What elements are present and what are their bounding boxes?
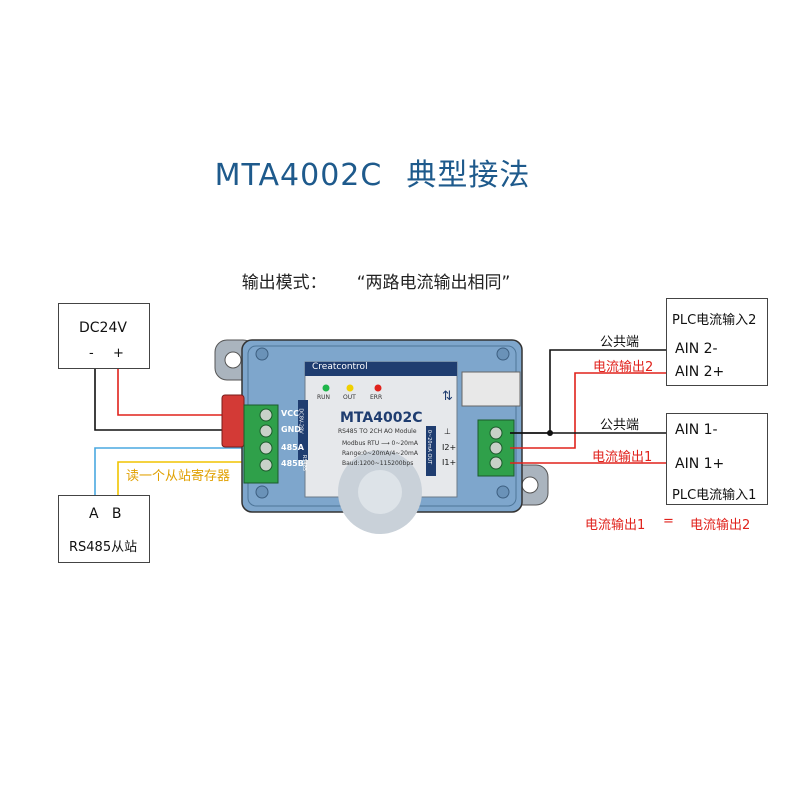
pin-vcc: VCC [281, 409, 299, 418]
pin-485b: 485B [281, 459, 304, 468]
plc2-minus: AIN 2- [675, 341, 718, 357]
common-label-top: 公共端 [600, 335, 640, 350]
module-brand: Creatcontrol [312, 362, 368, 372]
diagram-title: MTA4002C 典型接法 [0, 150, 745, 194]
power-terminal-red [221, 394, 245, 448]
power-supply-box: DC24V - + [58, 303, 150, 369]
usb-port [461, 371, 521, 407]
plc1-plus: AIN 1+ [675, 456, 725, 472]
led-out [346, 384, 354, 392]
wire-b-yellow [117, 461, 265, 500]
power-title: DC24V [79, 320, 127, 336]
common-label-bottom: 公共端 [600, 418, 640, 433]
plc2-title: PLC电流输入2 [672, 313, 757, 328]
rs485-slave-box: A B RS485从站 [58, 495, 150, 563]
wire-gnd-black [94, 368, 245, 431]
plc1-title: PLC电流输入1 [672, 488, 757, 503]
pin-out-gnd: ⊥ [444, 427, 451, 436]
title-model: MTA4002C [214, 158, 383, 193]
plc2-box: PLC电流输入2 AIN 2- AIN 2+ [666, 298, 768, 386]
wire-a-blue [94, 447, 265, 500]
power-plus: + [113, 346, 124, 361]
pin-485a: 485A [281, 443, 304, 452]
pin-i2: I2+ [442, 443, 457, 452]
equation-right: 电流输出2 [690, 518, 751, 533]
output-mode: 输出模式： “两路电流输出相同” [0, 268, 752, 293]
plc2-plus: AIN 2+ [675, 364, 725, 380]
mode-value: “两路电流输出相同” [356, 273, 511, 293]
side-label-rs485: RS485 [301, 454, 308, 472]
out1-label: 电流输出1 [592, 450, 653, 465]
module-model: MTA4002C [340, 410, 423, 426]
title-subtitle: 典型接法 [406, 158, 531, 193]
read-register-label: 读一个从站寄存器 [126, 469, 231, 484]
power-minus: - [89, 346, 94, 361]
module-spec2: Range:0~20mA/4~20mA [342, 450, 418, 457]
wire-vcc-red [117, 368, 245, 416]
slave-pins: A B [89, 506, 122, 522]
svg-text:⇅: ⇅ [442, 389, 453, 404]
pin-i1: I1+ [442, 458, 457, 467]
side-label-power: DC8V-28V [297, 408, 304, 434]
module-spec1: Modbus RTU ⟶ 0~20mA [342, 440, 418, 447]
out2-label: 电流输出2 [593, 360, 654, 375]
side-label-out: 0~20mA OUT [426, 429, 433, 465]
led-err [374, 384, 382, 392]
led-out-label: OUT [343, 394, 356, 401]
pin-gnd: GND [281, 425, 301, 434]
slave-label: RS485从站 [69, 540, 138, 555]
module-spec3: Baud:1200~115200bps [342, 460, 414, 467]
led-err-label: ERR [370, 394, 383, 401]
led-run-label: RUN [317, 394, 331, 401]
module-desc: RS485 TO 2CH AO Module [338, 428, 417, 435]
plc1-minus: AIN 1- [675, 422, 718, 438]
equation-eq: = [663, 514, 674, 529]
wire-out2-red [510, 372, 667, 449]
equation-left: 电流输出1 [585, 518, 646, 533]
led-run [322, 384, 330, 392]
junction-dot [547, 430, 553, 436]
plc1-box: AIN 1- AIN 1+ PLC电流输入1 [666, 413, 768, 505]
mode-label: 输出模式： [241, 273, 327, 293]
